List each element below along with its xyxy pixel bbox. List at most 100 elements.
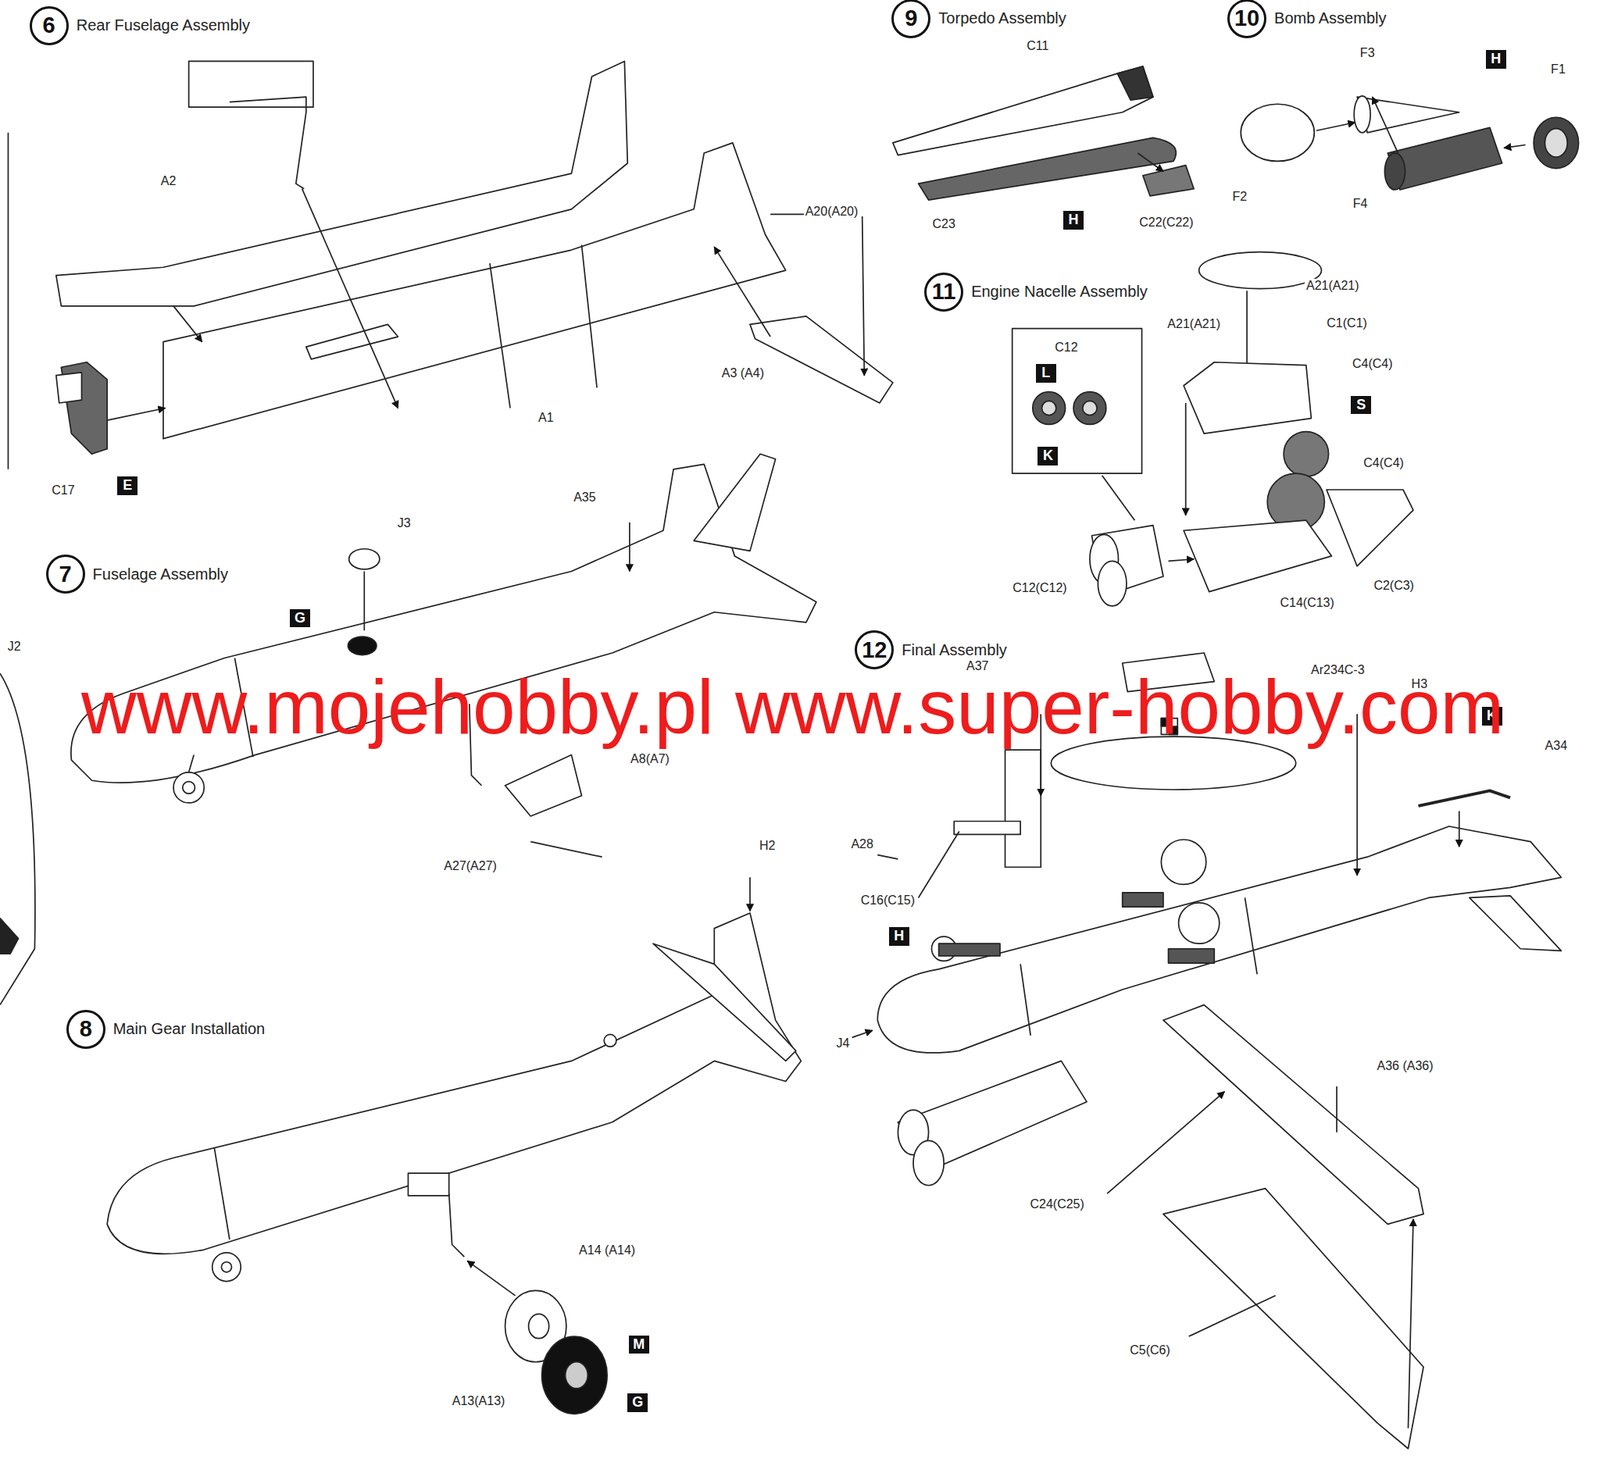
- final-aircraft-line: [1178, 903, 1220, 944]
- engine-nacelle-line: [1102, 475, 1136, 521]
- paint-code-badge: H: [1485, 50, 1507, 69]
- torpedo-line: [892, 66, 1154, 156]
- part-number: A2: [159, 174, 179, 189]
- rear-fuselage-line: [750, 316, 893, 404]
- final-aircraft-line: [1163, 1189, 1424, 1450]
- part-number: A8(A7): [628, 752, 672, 767]
- step-title: Engine Nacelle Assembly: [971, 282, 1148, 301]
- main-gear-fuselage-line: [603, 1034, 617, 1047]
- final-aircraft-line: [1418, 790, 1511, 807]
- engine-nacelle-line: [1183, 362, 1311, 434]
- part-number: F4: [1351, 196, 1370, 211]
- main-gear-fuselage-line: [221, 1262, 232, 1273]
- bomb-line: [1544, 128, 1568, 158]
- rear-fuselage-line: [229, 96, 307, 190]
- main-gear-fuselage-line: [107, 913, 801, 1254]
- engine-nacelle-line: [1032, 392, 1066, 425]
- part-number: C4(C4): [1350, 357, 1395, 372]
- fuselage-line: [693, 453, 775, 551]
- fuselage-line: [363, 571, 365, 631]
- part-number: C2(C3): [1371, 578, 1416, 593]
- final-aircraft-line: [1469, 896, 1562, 952]
- part-number: J3: [396, 516, 413, 531]
- part-number: C16(C15): [859, 893, 917, 908]
- main-gear-fuselage-line: [528, 1314, 550, 1339]
- step-number: 11: [924, 272, 964, 312]
- torpedo: [892, 66, 1194, 200]
- rear-fuselage-line: [862, 216, 865, 376]
- bomb: [1240, 96, 1579, 190]
- part-number: C12(C12): [1010, 581, 1068, 596]
- part-number: A28: [849, 837, 875, 852]
- torpedo-line: [1137, 153, 1164, 172]
- torpedo-line: [918, 137, 1177, 200]
- final-aircraft-line: [1122, 892, 1164, 908]
- final-aircraft-line: [1168, 949, 1215, 964]
- paint-code-badge: G: [289, 609, 311, 629]
- fuselage-line: [628, 522, 631, 572]
- bomb-line: [1372, 96, 1399, 154]
- part-number: A1: [536, 410, 556, 425]
- part-number: F1: [1549, 62, 1568, 77]
- final-aircraft-line: [1244, 897, 1258, 975]
- engine-nacelle-line: [1082, 400, 1097, 415]
- rear-fuselage-line: [306, 324, 399, 359]
- previous-step-edge-line: [0, 673, 36, 1005]
- step-number: 9: [891, 0, 931, 39]
- bomb-line: [1387, 127, 1502, 190]
- part-number: C11: [1025, 39, 1050, 54]
- engine-nacelle-line: [1073, 392, 1107, 425]
- paint-code-badge: L: [1035, 364, 1057, 383]
- engine-nacelle-line: [1326, 489, 1414, 567]
- bomb-line: [1503, 145, 1525, 149]
- fuselage-line: [182, 782, 196, 795]
- part-number: C14(C13): [1278, 596, 1336, 611]
- rear-fuselage: [56, 60, 893, 454]
- part-number: A34: [1543, 739, 1569, 754]
- step-badge: 8Main Gear Installation: [66, 1010, 266, 1049]
- part-number: C4(C4): [1361, 456, 1406, 471]
- paint-code-badge: E: [117, 476, 138, 496]
- main-gear-fuselage-line: [749, 877, 751, 911]
- final-aircraft-line: [1335, 1086, 1338, 1133]
- paint-code-badge: G: [627, 1393, 648, 1413]
- bomb-line: [1533, 117, 1579, 168]
- final-aircraft-line: [939, 943, 1000, 957]
- part-number: A13(A13): [450, 1394, 508, 1409]
- fuselage-line: [173, 772, 204, 804]
- final-aircraft-line: [1189, 1296, 1276, 1337]
- final-aircraft-line: [877, 855, 898, 860]
- main-gear-fuselage-line: [653, 943, 797, 1061]
- final-aircraft-line: [953, 821, 1021, 835]
- rear-fuselage-line: [173, 306, 203, 343]
- final-aircraft-line: [1458, 810, 1461, 847]
- part-number: F2: [1231, 189, 1250, 204]
- paint-code-badge: M: [628, 1335, 650, 1355]
- main-gear-fuselage-line: [212, 1253, 242, 1283]
- torpedo-line: [1117, 66, 1154, 100]
- part-number: C17: [50, 483, 76, 498]
- torpedo-line: [1142, 165, 1194, 197]
- rear-fuselage-line: [163, 142, 786, 440]
- fuselage-line: [349, 549, 380, 570]
- bomb-line: [1357, 96, 1460, 133]
- fuselage-line: [530, 842, 602, 858]
- paint-code: G: [294, 610, 306, 626]
- step-number: 12: [854, 630, 894, 670]
- main-gear-fuselage-line: [467, 1260, 515, 1296]
- fuselage-line: [189, 755, 195, 773]
- part-number: A20(A20): [803, 204, 861, 219]
- part-number: C1(C1): [1325, 316, 1369, 331]
- part-number: A21(A21): [1165, 317, 1222, 332]
- bomb-line: [1240, 103, 1315, 161]
- drawing-group: [0, 60, 1579, 1449]
- part-number: C5(C6): [1128, 1343, 1172, 1358]
- previous-step-edge: [0, 132, 36, 1006]
- paint-code: E: [122, 477, 133, 493]
- step-title: Torpedo Assembly: [938, 9, 1066, 28]
- part-number: J2: [6, 639, 23, 654]
- main-gear-fuselage-line: [565, 1362, 589, 1390]
- engine-nacelle-line: [1283, 432, 1329, 477]
- part-number: A36 (A36): [1375, 1059, 1436, 1074]
- previous-step-edge-line: [0, 918, 19, 955]
